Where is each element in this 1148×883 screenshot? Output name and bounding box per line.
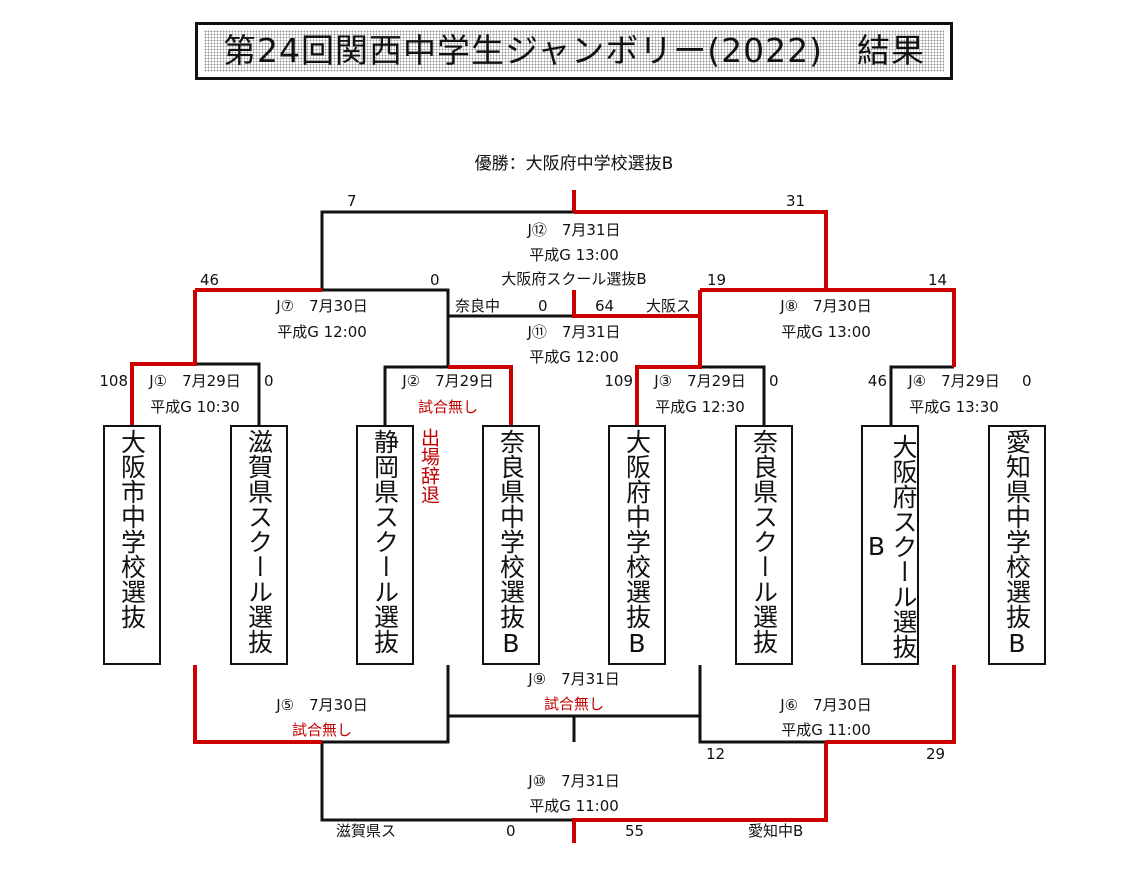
j5-line1: J⑤ 7月30日 [276,696,368,714]
team-box-5: 大阪府中学校選抜B [608,425,666,665]
win-j1 [130,290,197,425]
j3-score-left: 109 [604,372,633,390]
j4-score-left: 46 [867,372,887,390]
team-box-7: 大阪府スクール選抜B [861,425,919,665]
j10-line1: J⑩ 7月31日 [528,772,620,790]
line-j4-left [889,365,954,425]
line-j6-left [698,665,826,744]
j11-score-right: 64 [595,297,615,315]
j12-line1: J⑫ 7月31日 [527,221,621,239]
j12-line3: 大阪府スクール選抜B [501,270,647,288]
line-j7-right [322,288,450,367]
j12-line2: 平成G 13:00 [529,246,619,264]
j4-line1: J④ 7月29日 [908,372,1000,390]
line-j10-left [320,742,574,822]
j10-left-team: 滋賀県ス [336,822,397,840]
team-box-3: 静岡県スクール選抜 [356,425,414,665]
win-j5 [193,665,322,744]
j2-no-match: 試合無し [417,398,479,416]
j8-line1: J⑧ 7月30日 [780,297,872,315]
j10-score-right: 55 [625,822,645,840]
j4-line2: 平成G 13:30 [909,398,999,416]
team-name: 滋賀県スクール選抜 [244,429,274,654]
j3-line2: 平成G 12:30 [655,398,745,416]
team-name: 大阪市中学校選抜 [117,429,147,629]
j12-score-left: 7 [347,192,357,210]
team-name: 大阪府スクール選抜B [862,433,918,659]
title-pattern [204,30,944,72]
team-name: 大阪府中学校選抜B [622,429,652,658]
j5-no-match: 試合無し [291,721,353,739]
j1-score-right: 0 [264,372,274,390]
j7-score-left: 46 [200,271,220,289]
team-box-4: 奈良県中学校選抜B [482,425,540,665]
team-name: 愛知県中学校選抜B [1002,429,1032,658]
page-title: 第24回関西中学生ジャンボリー(2022) 結果 [222,31,926,70]
j7-score-right: 0 [430,271,440,289]
win-j8 [574,210,828,292]
j11-right-team: 大阪ス [646,297,692,315]
title-box: 第24回関西中学生ジャンボリー(2022) 結果 [195,22,953,80]
j7-line1: J⑦ 7月30日 [276,297,368,315]
j6-line2: 平成G 11:00 [781,721,871,739]
j12-score-right: 31 [786,192,806,210]
j6-score-right: 29 [926,745,946,763]
j1-line1: J① 7月29日 [149,372,241,390]
j3-score-right: 0 [769,372,779,390]
j11-line1: J⑪ 7月31日 [527,323,621,341]
j8-score-right: 14 [928,271,948,289]
j2-line1: J② 7月29日 [402,372,494,390]
team-box-8: 愛知県中学校選抜B [988,425,1046,665]
team-box-2: 滋賀県スクール選抜 [230,425,288,665]
win-j4 [826,288,956,367]
win-j6 [826,665,956,744]
j6-line1: J⑥ 7月30日 [780,696,872,714]
j9-no-match: 試合無し [543,695,605,713]
j4-score-right: 0 [1022,372,1032,390]
team-box-6: 奈良県スクール選抜 [735,425,793,665]
j11-left-team: 奈良中 [455,297,501,315]
team-name: 静岡県スクール選抜 [370,429,400,654]
j6-score-left: 12 [706,745,726,763]
line-j12-left [320,210,574,290]
j11-score-left: 0 [538,297,548,315]
line-j3-right [700,365,766,425]
j11-line2: 平成G 12:00 [529,348,619,366]
j10-line2: 平成G 11:00 [529,797,619,815]
team-name: 奈良県中学校選抜B [496,429,526,658]
win-j10 [572,742,828,843]
line-j1-right [195,362,261,425]
win-j2 [448,365,513,425]
j1-line2: 平成G 10:30 [150,398,240,416]
win-j3 [635,290,702,425]
team-name: 奈良県スクール選抜 [749,429,779,654]
team-box-1: 大阪市中学校選抜 [103,425,161,665]
line-j5-right [322,665,450,744]
win-j11 [572,290,702,318]
line-j2-left [383,365,448,425]
j8-score-left: 19 [707,271,727,289]
j3-line1: J③ 7月29日 [654,372,746,390]
withdrawn-note: 出場辞退 [418,428,440,504]
j7-line2: 平成G 12:00 [277,323,367,341]
j10-right-team: 愛知中B [748,822,804,840]
champion-label: 優勝：大阪府中学校選抜B [474,154,674,174]
j8-line2: 平成G 13:00 [781,323,871,341]
j1-score-left: 108 [99,372,128,390]
j9-line1: J⑨ 7月31日 [528,670,620,688]
j10-score-left: 0 [506,822,516,840]
